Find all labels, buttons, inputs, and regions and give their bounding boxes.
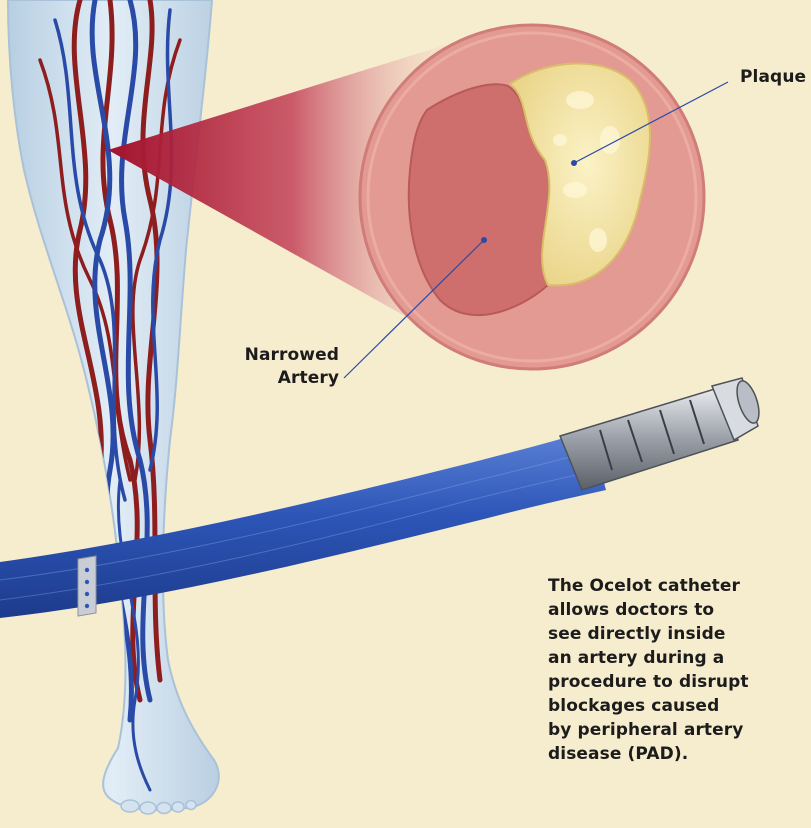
leg bbox=[8, 0, 219, 814]
catheter-tip bbox=[560, 378, 763, 490]
narrowed-artery-label: Narrowed Artery bbox=[243, 344, 339, 390]
caption: The Ocelot catheter allows doctors to se… bbox=[548, 574, 788, 766]
catheter-marker-band bbox=[78, 556, 96, 616]
plaque-label: Plaque bbox=[740, 66, 806, 89]
artery-cross-section bbox=[360, 25, 704, 369]
